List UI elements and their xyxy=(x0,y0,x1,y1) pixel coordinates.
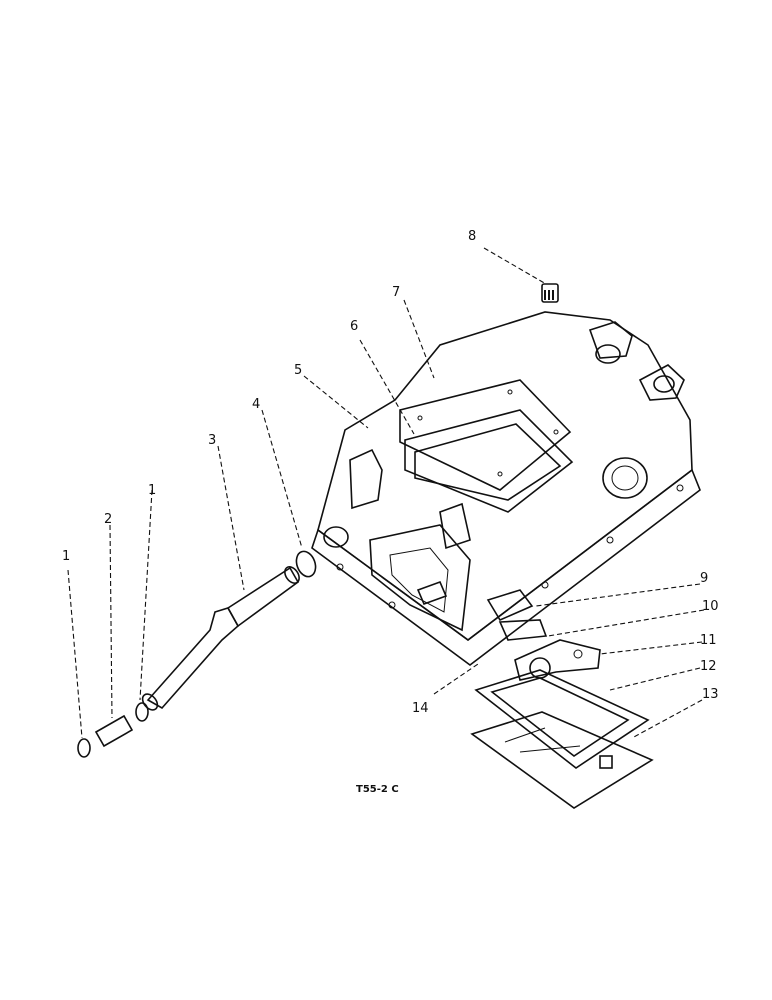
lever-assembly xyxy=(486,589,601,681)
bottom-cover-13 xyxy=(470,711,654,809)
plug-8 xyxy=(541,283,559,303)
callout-1-left: 1 xyxy=(62,549,70,564)
pin-2 xyxy=(94,714,134,748)
callout-9: 9 xyxy=(700,571,708,586)
callouts: 1 2 1 3 4 5 6 7 8 9 10 11 12 13 14 xyxy=(62,229,719,716)
gasket-12 xyxy=(474,669,650,769)
callout-3: 3 xyxy=(208,433,216,448)
transmission-housing xyxy=(311,311,701,667)
callout-1-right: 1 xyxy=(148,483,156,498)
figure-caption: T55-2 C xyxy=(356,784,399,795)
callout-13: 13 xyxy=(702,687,719,702)
callout-11: 11 xyxy=(700,633,717,648)
callout-4: 4 xyxy=(252,397,260,412)
callout-7: 7 xyxy=(392,285,400,300)
shaft-assembly xyxy=(77,550,317,758)
top-cover-assembly xyxy=(399,379,574,513)
callout-2: 2 xyxy=(104,512,112,527)
gasket-6 xyxy=(404,409,574,513)
cover-plate-7 xyxy=(399,379,572,491)
callout-14: 14 xyxy=(412,701,429,716)
o-ring-4 xyxy=(295,550,317,578)
callout-5: 5 xyxy=(294,363,302,378)
washer-1-left xyxy=(77,738,91,758)
callout-12: 12 xyxy=(700,659,717,674)
callout-8: 8 xyxy=(468,229,476,244)
callout-6: 6 xyxy=(350,319,358,334)
splined-sleeve-3 xyxy=(226,566,300,628)
leader-lines xyxy=(67,247,705,739)
washer-1-right xyxy=(135,702,149,722)
callout-10: 10 xyxy=(702,599,719,614)
